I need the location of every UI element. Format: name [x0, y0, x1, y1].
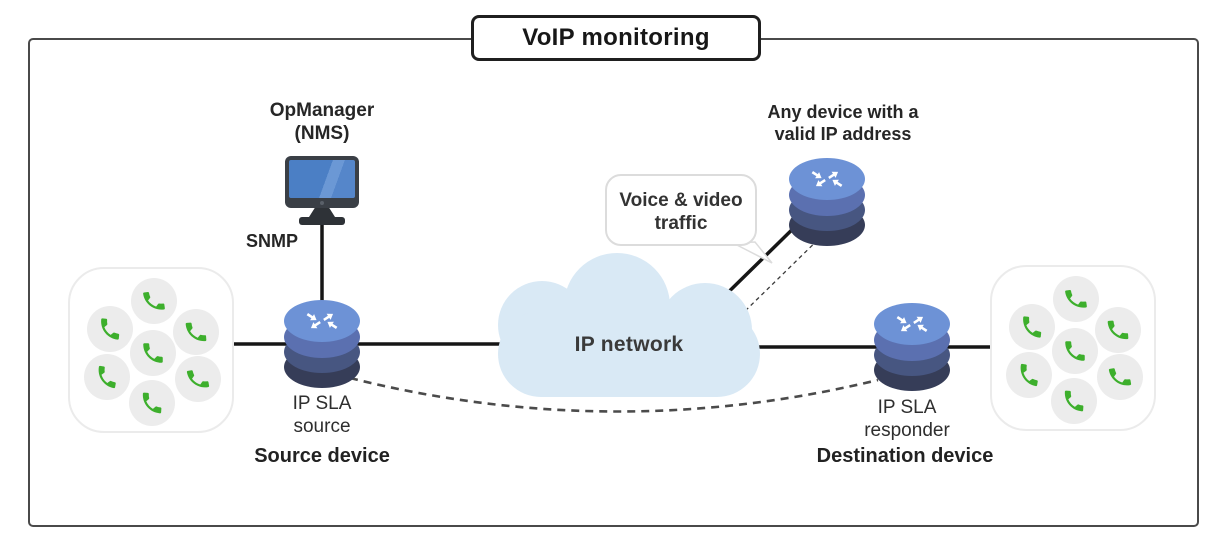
monitor-icon [285, 156, 359, 225]
phone-handset-icon [130, 330, 176, 376]
phone-handset-icon [1053, 276, 1099, 322]
router-crossing-arrows-icon [874, 303, 950, 345]
destination-device-label: Destination device [816, 445, 994, 467]
phone-handset-icon [175, 356, 221, 402]
sla-monitoring-dashed-curve [349, 376, 879, 413]
any-device-label: Any device with a valid IP address [767, 102, 919, 144]
phone-handset-icon [1052, 328, 1098, 374]
phone-handset-icon [1097, 354, 1143, 400]
source-phone-cluster [68, 267, 234, 433]
phone-handset-icon [131, 278, 177, 324]
router-crossing-arrows-icon [789, 158, 865, 200]
responder-router-icon [874, 303, 950, 391]
source-sla-label: IP SLA source [292, 393, 352, 437]
nms-name: OpManager [269, 100, 375, 121]
diagram-title: VoIP monitoring [522, 24, 710, 51]
phone-handset-icon [1009, 304, 1055, 350]
snmp-label: SNMP [246, 231, 299, 251]
phone-handset-icon [173, 309, 219, 355]
any-device-dashed-line [739, 227, 831, 317]
source-router-icon [284, 300, 360, 388]
monitor-camera-dot [320, 201, 324, 205]
any-device-router-icon [789, 158, 865, 246]
monitor-screen [289, 160, 355, 198]
source-device-label: Source device [254, 445, 390, 467]
destination-phone-cluster [990, 265, 1156, 431]
phone-handset-icon [1006, 352, 1052, 398]
responder-sla-label: IP SLA responder [864, 397, 950, 441]
nms-subtitle: (NMS) [294, 123, 350, 144]
phone-handset-icon [1051, 378, 1097, 424]
traffic-callout: Voice & video traffic [605, 174, 757, 246]
nms-label: OpManager (NMS) [232, 99, 412, 145]
phone-handset-icon [87, 306, 133, 352]
phone-handset-icon [84, 354, 130, 400]
cloud-label: IP network [574, 333, 684, 356]
diagram-title-box: VoIP monitoring [471, 15, 761, 61]
phone-handset-icon [129, 380, 175, 426]
ip-network-cloud: IP network [490, 253, 768, 397]
phone-handset-icon [1095, 307, 1141, 353]
router-crossing-arrows-icon [284, 300, 360, 342]
